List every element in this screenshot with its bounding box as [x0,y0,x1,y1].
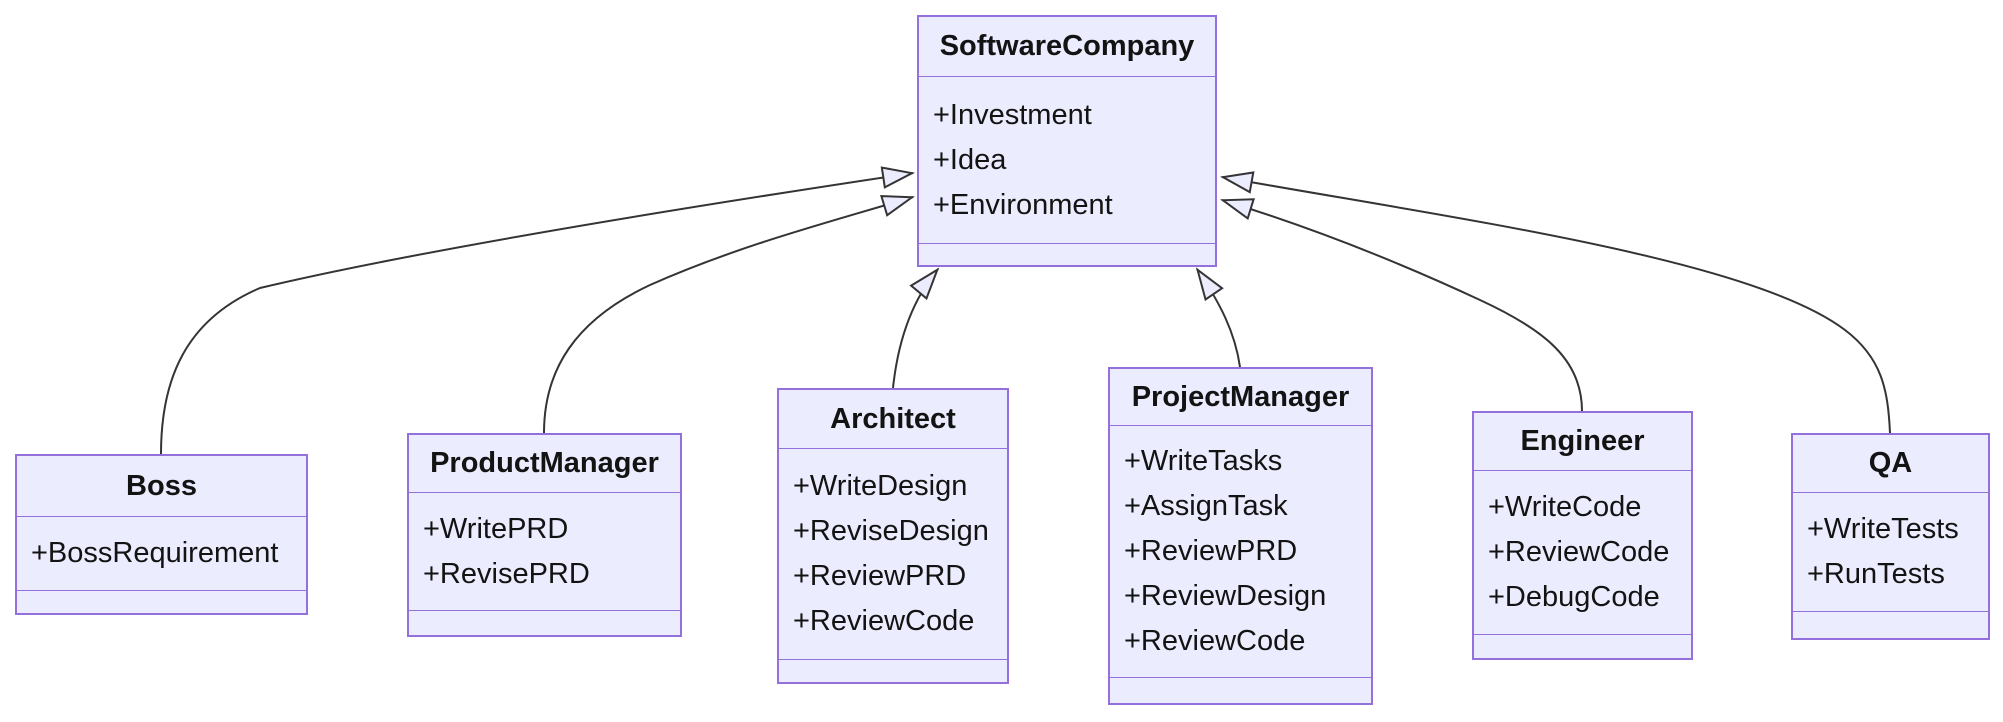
class-attributes-projectmanager: +WriteTasks +AssignTask +ReviewPRD +Revi… [1110,426,1371,677]
class-attribute: +AssignTask [1124,490,1288,522]
class-title-projectmanager: ProjectManager [1110,369,1371,426]
class-attribute: +WriteCode [1488,491,1642,523]
class-attributes-qa: +WriteTests +RunTests [1793,493,1988,611]
class-attribute: +RunTests [1807,558,1945,590]
class-attribute: +ReviewCode [793,605,975,637]
class-attribute: +WritePRD [423,512,569,545]
class-attribute: +BossRequirement [31,537,279,569]
class-attribute: +ReviseDesign [793,515,989,547]
class-attribute: +ReviewCode [1124,625,1306,657]
edge-projectmanager-to-softwarecompany [1197,269,1241,368]
class-title-softwarecompany: SoftwareCompany [919,17,1215,77]
class-attribute: +WriteTests [1807,513,1959,545]
class-methods-empty [17,590,306,613]
class-attributes-architect: +WriteDesign +ReviseDesign +ReviewPRD +R… [779,449,1007,659]
class-box-projectmanager: ProjectManager +WriteTasks +AssignTask +… [1108,367,1373,705]
class-box-softwarecompany: SoftwareCompany +Investment +Idea +Envir… [917,15,1217,267]
class-methods-empty [1793,611,1988,638]
class-attributes-engineer: +WriteCode +ReviewCode +DebugCode [1474,471,1691,634]
class-attribute: +WriteDesign [793,470,968,502]
class-title-architect: Architect [779,390,1007,449]
class-box-qa: QA +WriteTests +RunTests [1791,433,1990,640]
class-attributes-productmanager: +WritePRD +RevisePRD [409,493,680,610]
class-box-productmanager: ProductManager +WritePRD +RevisePRD [407,433,682,637]
class-methods-empty [779,659,1007,682]
class-attribute: +ReviewPRD [1124,535,1298,567]
class-methods-empty [919,243,1215,265]
class-title-qa: QA [1793,435,1988,493]
class-box-engineer: Engineer +WriteCode +ReviewCode +DebugCo… [1472,411,1693,660]
edge-architect-to-softwarecompany [892,269,938,389]
class-attributes-softwarecompany: +Investment +Idea +Environment [919,77,1215,243]
class-box-boss: Boss +BossRequirement [15,454,308,615]
class-methods-empty [1474,634,1691,658]
class-attribute: +WriteTasks [1124,445,1283,477]
class-methods-empty [409,610,680,635]
class-attribute: +ReviewDesign [1124,580,1327,612]
class-attribute: +DebugCode [1488,581,1660,613]
class-attributes-boss: +BossRequirement [17,517,306,590]
class-title-boss: Boss [17,456,306,517]
class-attribute: +ReviewPRD [793,560,967,592]
class-attribute: +RevisePRD [423,557,590,590]
class-attribute: +Investment [933,98,1092,131]
class-attribute: +Environment [933,188,1113,221]
class-attribute: +ReviewCode [1488,536,1670,568]
class-attribute: +Idea [933,143,1007,176]
class-box-architect: Architect +WriteDesign +ReviseDesign +Re… [777,388,1009,684]
class-title-engineer: Engineer [1474,413,1691,471]
class-methods-empty [1110,677,1371,703]
class-title-productmanager: ProductManager [409,435,680,493]
